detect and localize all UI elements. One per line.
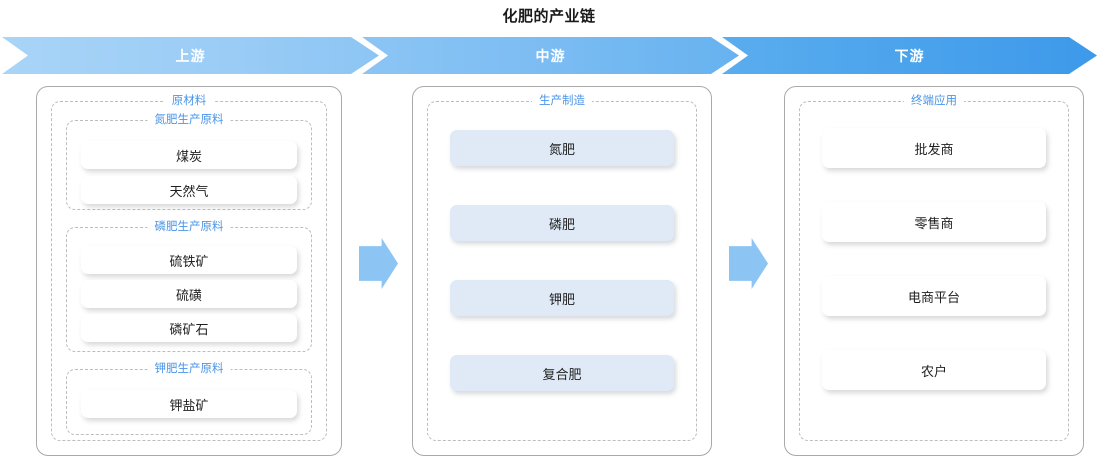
item-retailer[interactable]: 零售商 [822, 202, 1046, 242]
stage-banner-midstream[interactable]: 中游 [362, 37, 739, 74]
stage-card-downstream: 终端应用 批发商 零售商 电商平台 农户 [784, 86, 1084, 456]
stage-banner-downstream[interactable]: 下游 [722, 37, 1097, 74]
page-title: 化肥的产业链 [502, 8, 596, 25]
item-nitrogen-fertilizer[interactable]: 氮肥 [450, 130, 674, 166]
stage-card-midstream: 生产制造 氮肥 磷肥 钾肥 复合肥 [412, 86, 712, 456]
group-phosphate-raw-materials-label: 磷肥生产原料 [147, 219, 231, 236]
group-potash-raw-materials: 钾肥生产原料 钾盐矿 [66, 361, 312, 435]
item-sulfur[interactable]: 硫磺 [81, 280, 297, 308]
group-nitrogen-raw-materials-label: 氮肥生产原料 [147, 112, 231, 129]
item-compound-fertilizer[interactable]: 复合肥 [450, 355, 674, 391]
item-phosphate-rock[interactable]: 磷矿石 [81, 314, 297, 342]
stage-banner-downstream-label: 下游 [894, 47, 925, 64]
group-production-manufacturing: 生产制造 氮肥 磷肥 钾肥 复合肥 [427, 93, 697, 441]
group-potash-raw-materials-label: 钾肥生产原料 [147, 361, 231, 378]
stage-banner-row: 上游 中游 下游 [0, 37, 1098, 74]
flow-arrow-right-icon [729, 238, 768, 289]
item-pyrite[interactable]: 硫铁矿 [81, 246, 297, 274]
item-wholesaler[interactable]: 批发商 [822, 128, 1046, 168]
item-phosphate-fertilizer[interactable]: 磷肥 [450, 205, 674, 241]
group-raw-materials: 原材料 氮肥生产原料 煤炭 天然气 磷肥生产原料 硫铁矿 硫磺 磷矿石 钾肥生产… [51, 93, 327, 441]
item-ecommerce-platform[interactable]: 电商平台 [822, 276, 1046, 316]
stage-card-upstream: 原材料 氮肥生产原料 煤炭 天然气 磷肥生产原料 硫铁矿 硫磺 磷矿石 钾肥生产… [36, 86, 342, 456]
group-end-application: 终端应用 批发商 零售商 电商平台 农户 [799, 93, 1069, 441]
stage-banner-upstream-label: 上游 [175, 47, 206, 64]
group-nitrogen-raw-materials: 氮肥生产原料 煤炭 天然气 [66, 112, 312, 210]
item-potash-fertilizer[interactable]: 钾肥 [450, 280, 674, 316]
item-coal[interactable]: 煤炭 [81, 141, 297, 169]
stage-banner-upstream[interactable]: 上游 [2, 37, 379, 74]
stage-banner-midstream-label: 中游 [535, 47, 566, 64]
item-natural-gas[interactable]: 天然气 [81, 176, 297, 204]
group-raw-materials-label: 原材料 [164, 93, 214, 110]
item-farmer[interactable]: 农户 [822, 350, 1046, 390]
flow-arrow-right-icon [359, 238, 398, 289]
item-potash-ore[interactable]: 钾盐矿 [81, 390, 297, 418]
group-end-application-label: 终端应用 [904, 93, 964, 110]
group-phosphate-raw-materials: 磷肥生产原料 硫铁矿 硫磺 磷矿石 [66, 219, 312, 352]
group-production-manufacturing-label: 生产制造 [532, 93, 592, 110]
